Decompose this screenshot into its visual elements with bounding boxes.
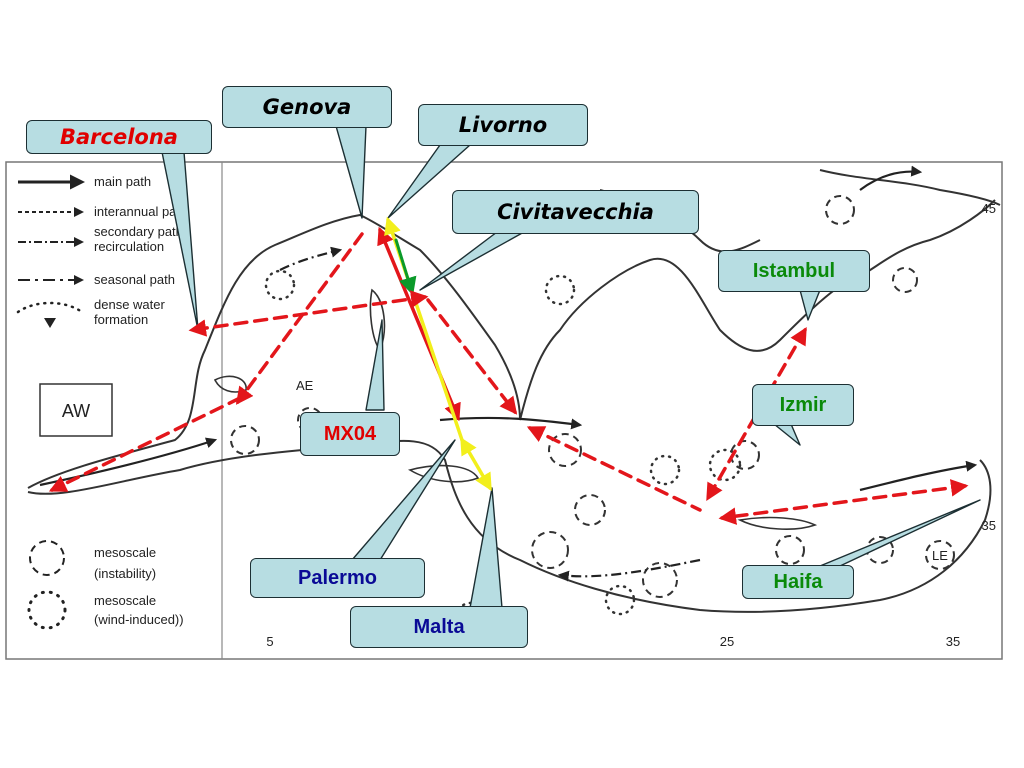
region-label-ae: AE — [296, 378, 314, 393]
legend-label: seasonal path — [94, 272, 175, 287]
legend-item-interannual-path: interannual path — [18, 204, 187, 219]
lon-tick-5: 5 — [266, 634, 273, 649]
callout-civitavecchia-label: Civitavecchia — [497, 200, 654, 224]
route-green-short — [394, 238, 417, 296]
callout-livorno-label: Livorno — [458, 113, 548, 137]
legend-item-seasonal-path: seasonal path — [18, 272, 175, 287]
callout-genova-label: Genova — [262, 95, 352, 119]
callout-istambul-label: Istambul — [752, 259, 836, 282]
lat-tick-45: 45 — [982, 201, 996, 216]
route-genova-valencia — [235, 232, 364, 405]
route-civitavecchia-barcelona — [188, 290, 429, 337]
lon-tick-35: 35 — [946, 634, 960, 649]
route-malta-line — [460, 436, 492, 492]
route-istambul-south — [706, 326, 807, 502]
callout-palermo: Palermo — [250, 558, 425, 598]
callout-barcelona: Barcelona — [26, 120, 212, 154]
callout-mx04-label: MX04 — [323, 422, 377, 445]
legend-label: interannual path — [94, 204, 187, 219]
aw-box: AW — [39, 383, 113, 437]
aw-label: AW — [62, 401, 90, 421]
callout-haifa: Haifa — [742, 565, 854, 599]
route-civitavecchia-tunis — [426, 298, 518, 415]
route-valencia-gibraltar — [48, 396, 242, 492]
legend-item-mesoscale-instability: mesoscale (instability) — [29, 540, 156, 581]
callout-genova: Genova — [222, 86, 392, 128]
legend-label: main path — [94, 174, 151, 189]
callout-malta-label: Malta — [413, 615, 465, 638]
legend-label: mesoscale — [94, 593, 156, 608]
callout-mx04: MX04 — [300, 412, 400, 456]
legend-item-main-path: main path — [18, 174, 151, 190]
legend-label-2: recirculation — [94, 239, 164, 254]
callout-livorno: Livorno — [418, 104, 588, 146]
route-tunis-east — [526, 426, 702, 512]
legend-item-dense-water: dense water formation — [16, 297, 165, 328]
legend-label-2: (wind-induced)) — [94, 612, 184, 627]
lon-tick-25: 25 — [720, 634, 734, 649]
lat-tick-35: 35 — [982, 518, 996, 533]
region-label-le: LE — [932, 548, 948, 563]
route-haifa-west — [718, 479, 969, 525]
routes — [48, 216, 969, 525]
legend-label-2: (instability) — [94, 566, 156, 581]
callout-malta: Malta — [350, 606, 528, 648]
legend-label-2: formation — [94, 312, 148, 327]
callout-barcelona-label: Barcelona — [60, 125, 178, 149]
legend-label: mesoscale — [94, 545, 156, 560]
callout-izmir-label: Izmir — [779, 393, 827, 416]
legend-label: secondary path/ — [94, 224, 187, 239]
legend-item-mesoscale-wind: mesoscale (wind-induced)) — [27, 590, 184, 630]
callout-civitavecchia: Civitavecchia — [452, 190, 699, 234]
callout-haifa-label: Haifa — [773, 570, 823, 593]
legend-label: dense water — [94, 297, 165, 312]
callout-istambul: Istambul — [718, 250, 870, 292]
legend-item-secondary-path: secondary path/ recirculation — [18, 224, 187, 254]
callout-palermo-label: Palermo — [298, 566, 377, 589]
legend: main path interannual path secondary pat… — [16, 174, 187, 630]
callout-izmir: Izmir — [752, 384, 854, 426]
